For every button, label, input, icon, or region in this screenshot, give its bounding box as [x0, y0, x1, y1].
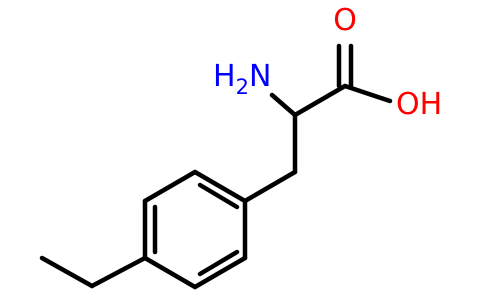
bond-ring-5 — [192, 255, 248, 290]
bond-ring-3 — [192, 169, 248, 204]
amino-n: N — [249, 59, 271, 94]
atom-amino: H2N — [213, 59, 271, 99]
bond-ring-double-2 — [197, 182, 240, 210]
bond-ethyl-ch2 — [89, 255, 148, 289]
bond-alpha-to-n — [269, 92, 298, 118]
amino-h: H — [213, 59, 236, 94]
bond-carboxyl-to-oh — [342, 83, 393, 104]
bond-ring-6 — [142, 255, 198, 290]
bond-alpha-to-carboxyl — [292, 83, 348, 118]
bond-ring-double-3 — [197, 249, 240, 277]
amino-subscript: 2 — [236, 75, 249, 99]
bond-ring-to-ch2 — [242, 169, 298, 204]
atom-oh: OH — [396, 87, 442, 122]
bond-ring-2 — [142, 169, 198, 204]
bond-ethyl-ch3 — [39, 255, 95, 289]
atom-o-carbonyl: O — [333, 3, 357, 38]
